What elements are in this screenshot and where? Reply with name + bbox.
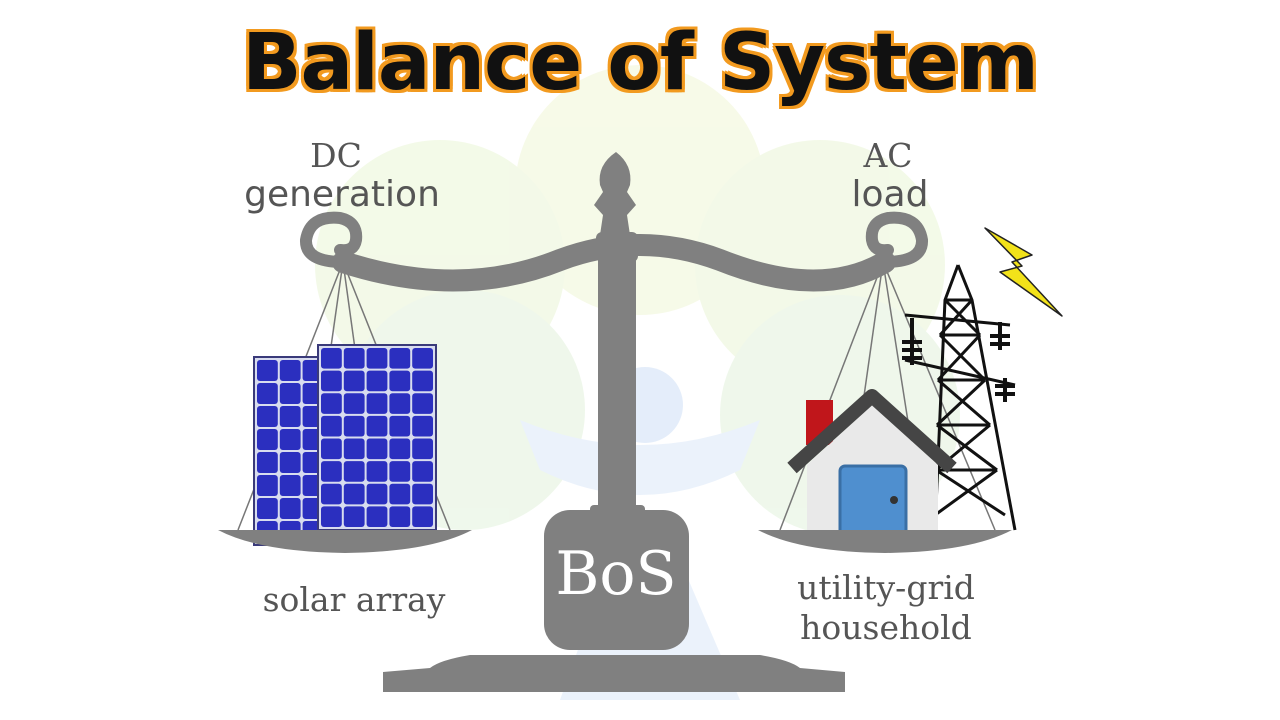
balance-beam	[300, 211, 928, 292]
right-pan	[758, 530, 1012, 553]
household-label: household	[800, 608, 972, 647]
ac-label: AC	[863, 136, 913, 175]
transmission-tower-icon	[902, 264, 1017, 531]
household-icon	[787, 389, 957, 538]
generation-label: generation	[244, 174, 440, 215]
solar-array-icon	[253, 344, 437, 546]
lightning-icon	[984, 227, 1063, 317]
page-title: Balance of System	[242, 18, 1039, 108]
utility-grid-label: utility-grid	[797, 568, 975, 607]
bos-block	[544, 510, 689, 650]
load-label: load	[851, 174, 929, 215]
bos-label: BoS	[555, 539, 676, 609]
balance-column	[590, 152, 645, 530]
left-pan	[218, 530, 472, 553]
balance-foot	[383, 655, 845, 692]
solar-array-label: solar array	[262, 580, 446, 619]
dc-label: DC	[310, 136, 362, 175]
